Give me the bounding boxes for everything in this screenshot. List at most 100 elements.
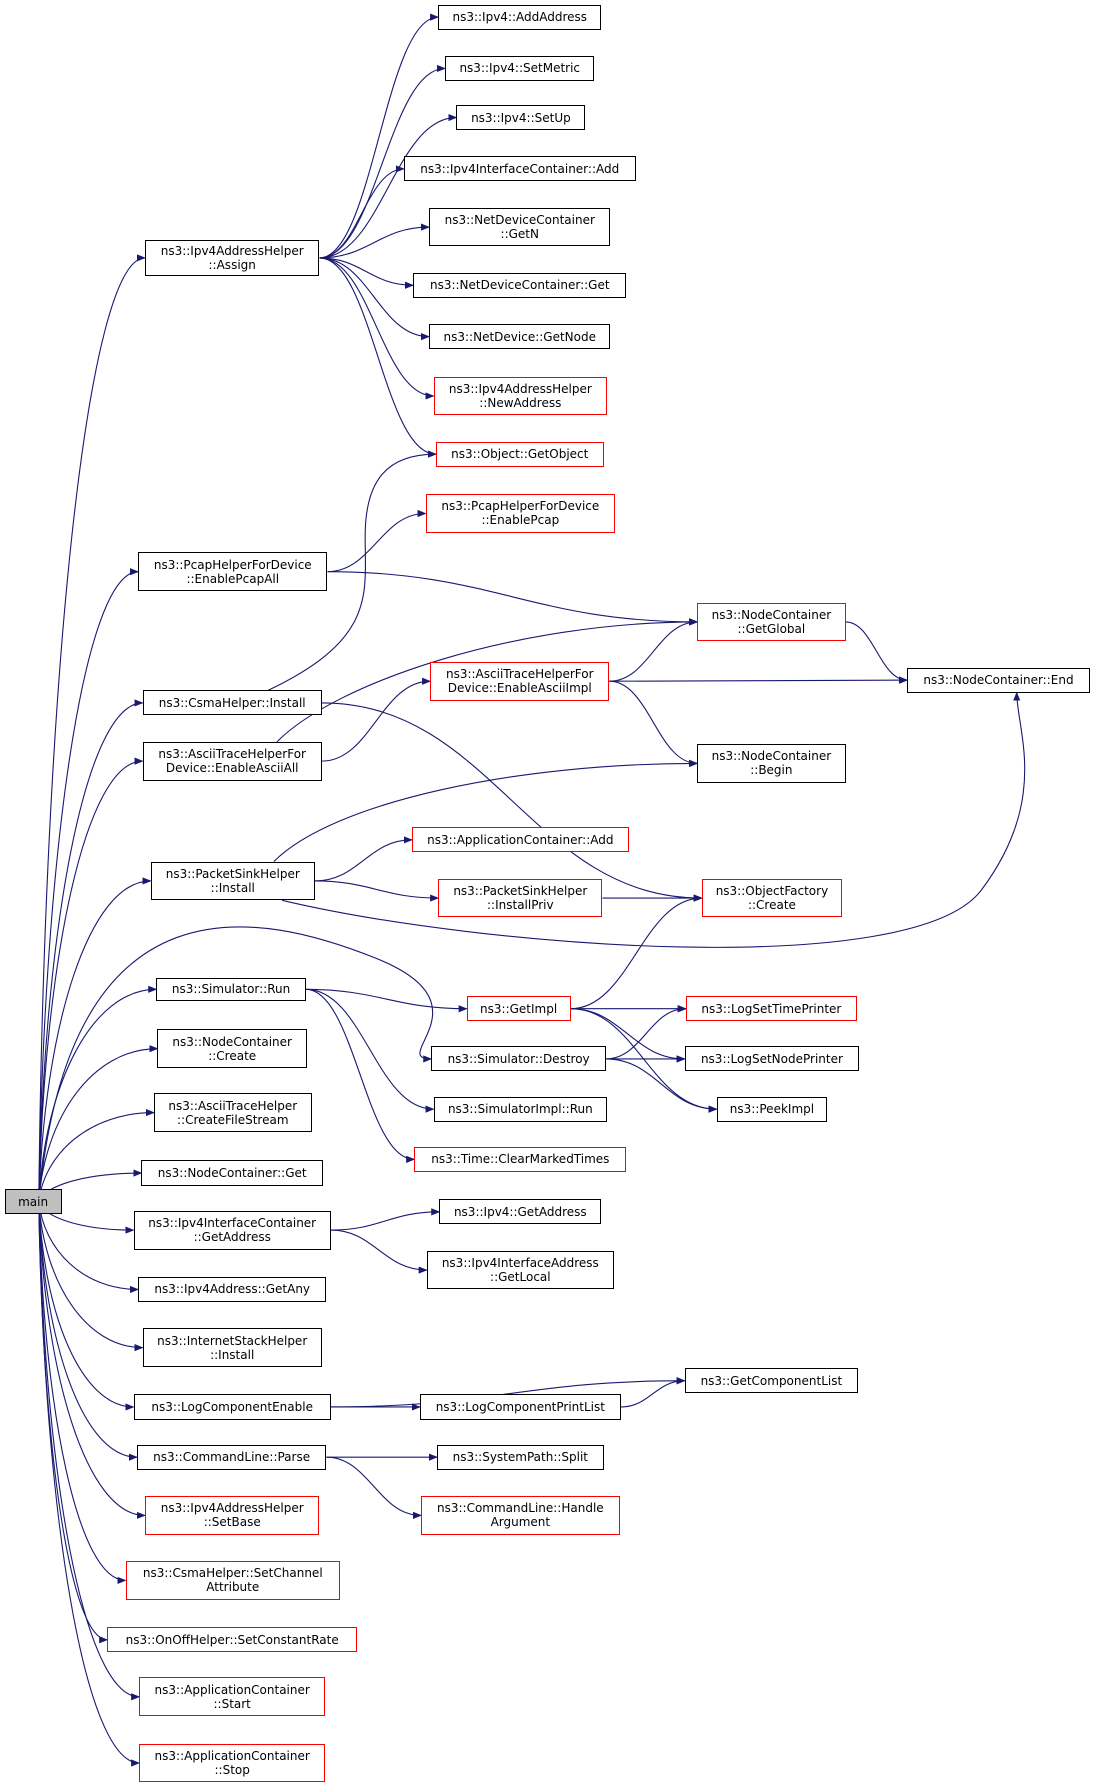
node-ipv4-ifc-get-address[interactable]: ns3::Ipv4InterfaceContainer::GetAddress	[133, 1210, 331, 1250]
node-label-line: main	[18, 1194, 49, 1209]
node-label-line: ns3::LogSetTimePrinter	[701, 1001, 842, 1016]
node-label-line: ::Install	[210, 1347, 255, 1362]
node-label-line: ::EnablePcapAll	[186, 571, 280, 586]
node-label-line: ns3::ObjectFactory	[715, 884, 829, 899]
node-get-impl[interactable]: ns3::GetImpl	[466, 996, 571, 1022]
node-app-container-add[interactable]: ns3::ApplicationContainer::Add	[411, 827, 629, 853]
edge-ascii-enable-ascii-all-to-node-container-get-global	[276, 618, 699, 743]
node-net-dev-cont-get[interactable]: ns3::NetDeviceContainer::Get	[413, 272, 627, 298]
node-label-line: ::Begin	[750, 763, 793, 778]
node-label-line: ns3::ApplicationContainer::Add	[427, 832, 614, 847]
node-object-get-object[interactable]: ns3::Object::GetObject	[435, 441, 604, 467]
node-net-dev-cont-get-n[interactable]: ns3::NetDeviceContainer::GetN	[429, 207, 611, 247]
edge-ascii-enable-ascii-all-to-ascii-enable-ascii-impl	[321, 677, 432, 762]
node-label-line: ns3::GetImpl	[480, 1001, 558, 1016]
node-log-set-time-printer[interactable]: ns3::LogSetTimePrinter	[685, 996, 857, 1022]
node-label-line: ns3::Ipv4Address::GetAny	[154, 1282, 311, 1297]
node-peek-impl[interactable]: ns3::PeekImpl	[716, 1096, 828, 1122]
edge-ascii-enable-ascii-impl-to-node-container-end	[609, 676, 909, 684]
node-label-line: ns3::CommandLine::Parse	[153, 1450, 311, 1465]
node-node-container-begin[interactable]: ns3::NodeContainer::Begin	[697, 743, 846, 783]
edge-csma-install-to-object-factory-create	[321, 702, 703, 902]
node-internet-stack-install[interactable]: ns3::InternetStackHelper::Install	[142, 1328, 322, 1368]
node-time-clear-marked-times[interactable]: ns3::Time::ClearMarkedTimes	[414, 1146, 627, 1172]
node-label-line: ns3::Object::GetObject	[451, 447, 589, 462]
node-node-container-end[interactable]: ns3::NodeContainer::End	[907, 667, 1090, 693]
node-ipv4-address-helper-assign[interactable]: ns3::Ipv4AddressHelper::Assign	[144, 239, 320, 277]
node-get-component-list[interactable]: ns3::GetComponentList	[684, 1368, 859, 1394]
node-label-line: Argument	[490, 1515, 551, 1530]
node-ipv4-set-up[interactable]: ns3::Ipv4::SetUp	[456, 104, 586, 131]
node-csma-install[interactable]: ns3::CsmaHelper::Install	[142, 690, 322, 716]
node-ipv4-add-address[interactable]: ns3::Ipv4::AddAddress	[438, 4, 602, 30]
node-label-line: ns3::InternetStackHelper	[157, 1333, 308, 1348]
node-ascii-create-file-stream[interactable]: ns3::AsciiTraceHelper::CreateFileStream	[154, 1093, 312, 1132]
node-label-line: ::EnablePcap	[481, 513, 560, 528]
node-system-path-split[interactable]: ns3::SystemPath::Split	[437, 1444, 604, 1470]
edge-simulator-run-to-get-impl	[305, 988, 468, 1013]
node-simulator-destroy[interactable]: ns3::Simulator::Destroy	[431, 1046, 606, 1072]
node-node-container-get-global[interactable]: ns3::NodeContainer::GetGlobal	[697, 602, 846, 642]
node-label-line: ns3::OnOffHelper::SetConstantRate	[125, 1632, 339, 1647]
node-ipv4-address-get-any[interactable]: ns3::Ipv4Address::GetAny	[138, 1276, 327, 1302]
node-ipv4-if-addr-get-local[interactable]: ns3::Ipv4InterfaceAddress::GetLocal	[426, 1250, 614, 1290]
node-label-line: ns3::Ipv4AddressHelper	[448, 381, 592, 396]
node-label-line: ns3::CsmaHelper::Install	[158, 695, 306, 710]
edge-ipv4-ifc-get-address-to-ipv4-get-address	[330, 1208, 441, 1231]
node-simulator-impl-run[interactable]: ns3::SimulatorImpl::Run	[433, 1096, 608, 1122]
edge-main-to-pcap-enable-pcap-all	[38, 568, 139, 1202]
edge-main-to-log-component-enable	[38, 1201, 135, 1411]
node-label-line: ::GetGlobal	[737, 621, 806, 636]
node-pcap-enable-pcap-all[interactable]: ns3::PcapHelperForDevice::EnablePcapAll	[138, 552, 328, 592]
node-label-line: ns3::SimulatorImpl::Run	[447, 1102, 593, 1117]
node-label-line: ::Assign	[208, 257, 256, 272]
node-pcap-enable-pcap[interactable]: ns3::PcapHelperForDevice::EnablePcap	[425, 494, 616, 533]
node-label-line: ::SetBase	[203, 1515, 261, 1530]
node-command-line-parse[interactable]: ns3::CommandLine::Parse	[136, 1444, 327, 1470]
node-label-line: Attribute	[206, 1580, 260, 1595]
node-label-line: ns3::ApplicationContainer	[154, 1682, 310, 1697]
node-log-set-node-printer[interactable]: ns3::LogSetNodePrinter	[684, 1046, 860, 1072]
node-label-line: ::GetN	[500, 227, 539, 242]
node-app-container-stop[interactable]: ns3::ApplicationContainer::Stop	[139, 1743, 326, 1783]
node-label-line: ns3::NodeContainer::Get	[157, 1166, 307, 1181]
node-label-line: ::GetLocal	[490, 1270, 551, 1285]
edge-packet-sink-install-to-app-container-add	[314, 836, 413, 882]
node-label-line: ns3::NetDeviceContainer	[444, 213, 595, 228]
edge-main-to-app-container-stop	[38, 1201, 141, 1767]
node-simulator-run[interactable]: ns3::Simulator::Run	[156, 977, 306, 1001]
node-ipv4-set-base[interactable]: ns3::Ipv4AddressHelper::SetBase	[144, 1495, 320, 1535]
node-label-line: ::Create	[747, 898, 796, 913]
node-label-line: ns3::Ipv4::GetAddress	[453, 1204, 587, 1219]
node-label-line: ns3::AsciiTraceHelperFor	[445, 667, 594, 682]
node-node-container-get[interactable]: ns3::NodeContainer::Get	[141, 1160, 323, 1186]
node-ipv4-ifc-add[interactable]: ns3::Ipv4InterfaceContainer::Add	[403, 156, 636, 182]
node-packet-sink-install-priv[interactable]: ns3::PacketSinkHelper::InstallPriv	[438, 878, 603, 918]
node-object-factory-create[interactable]: ns3::ObjectFactory::Create	[701, 878, 843, 918]
edge-ipv4-address-helper-assign-to-ipv4-set-up	[319, 113, 458, 259]
node-ipv4-get-address[interactable]: ns3::Ipv4::GetAddress	[439, 1199, 602, 1225]
node-label-line: ns3::NodeContainer	[172, 1034, 292, 1049]
node-label-line: ns3::NetDevice::GetNode	[443, 329, 596, 344]
node-node-container-create[interactable]: ns3::NodeContainer::Create	[157, 1029, 307, 1069]
node-label-line: ::Start	[213, 1696, 251, 1711]
node-label-line: ::NewAddress	[479, 395, 562, 410]
node-log-component-enable[interactable]: ns3::LogComponentEnable	[133, 1394, 331, 1420]
node-packet-sink-install[interactable]: ns3::PacketSinkHelper::Install	[150, 861, 315, 901]
node-on-off-set-constant-rate[interactable]: ns3::OnOffHelper::SetConstantRate	[107, 1627, 358, 1653]
edge-simulator-run-to-simulator-impl-run	[305, 988, 435, 1113]
node-ipv4-set-metric[interactable]: ns3::Ipv4::SetMetric	[445, 55, 595, 81]
node-app-container-start[interactable]: ns3::ApplicationContainer::Start	[139, 1677, 326, 1717]
edge-log-component-enable-to-get-component-list	[330, 1377, 686, 1408]
node-log-component-print-list[interactable]: ns3::LogComponentPrintList	[419, 1394, 621, 1420]
node-ipv4-new-address[interactable]: ns3::Ipv4AddressHelper::NewAddress	[433, 376, 608, 416]
node-net-device-get-node[interactable]: ns3::NetDevice::GetNode	[429, 324, 611, 350]
node-main[interactable]: main	[4, 1189, 62, 1215]
edge-main-to-csma-set-channel-attribute	[38, 1201, 127, 1584]
edge-packet-sink-install-to-packet-sink-install-priv	[314, 880, 440, 902]
